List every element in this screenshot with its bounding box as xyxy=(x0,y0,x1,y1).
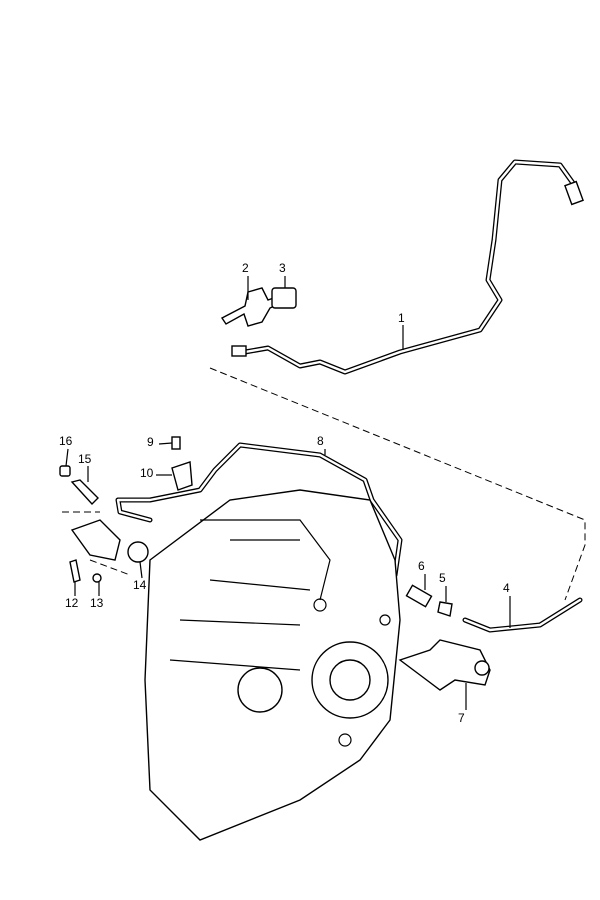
fitting-6 xyxy=(405,584,433,608)
dust-cap-16 xyxy=(59,465,71,477)
callout-16: 16 xyxy=(59,434,73,448)
callout-4: 4 xyxy=(503,581,510,595)
line-8 xyxy=(115,442,403,593)
callout-9: 9 xyxy=(147,435,154,449)
hose-4 xyxy=(462,597,583,633)
clip-5 xyxy=(437,601,453,617)
callout-5: 5 xyxy=(439,571,446,585)
clip-3 xyxy=(271,287,297,309)
holder-10 xyxy=(171,461,193,491)
leader-lines xyxy=(65,276,511,710)
callout-14: 14 xyxy=(133,578,147,592)
callout-2: 2 xyxy=(242,261,249,275)
callout-1: 1 xyxy=(398,311,405,325)
screw-12 xyxy=(69,559,81,583)
callout-12: 12 xyxy=(65,596,79,610)
washer-13 xyxy=(92,573,102,583)
assembly-line-upper xyxy=(209,367,586,601)
callout-7: 7 xyxy=(458,711,465,725)
assembly-line-left xyxy=(62,511,131,576)
gear-14 xyxy=(127,541,149,563)
transmission-housing xyxy=(144,489,401,841)
callout-10: 10 xyxy=(140,466,154,480)
pinion-housing xyxy=(70,519,121,561)
callout-3: 3 xyxy=(279,261,286,275)
callout-8: 8 xyxy=(317,434,324,448)
callout-13: 13 xyxy=(90,596,104,610)
bleeder-screw-15 xyxy=(70,479,99,506)
slave-cylinder-7 xyxy=(398,639,491,691)
brake-line-1 xyxy=(231,159,584,375)
bolt-9 xyxy=(171,436,181,450)
callout-15: 15 xyxy=(78,452,92,466)
callout-6: 6 xyxy=(418,559,425,573)
